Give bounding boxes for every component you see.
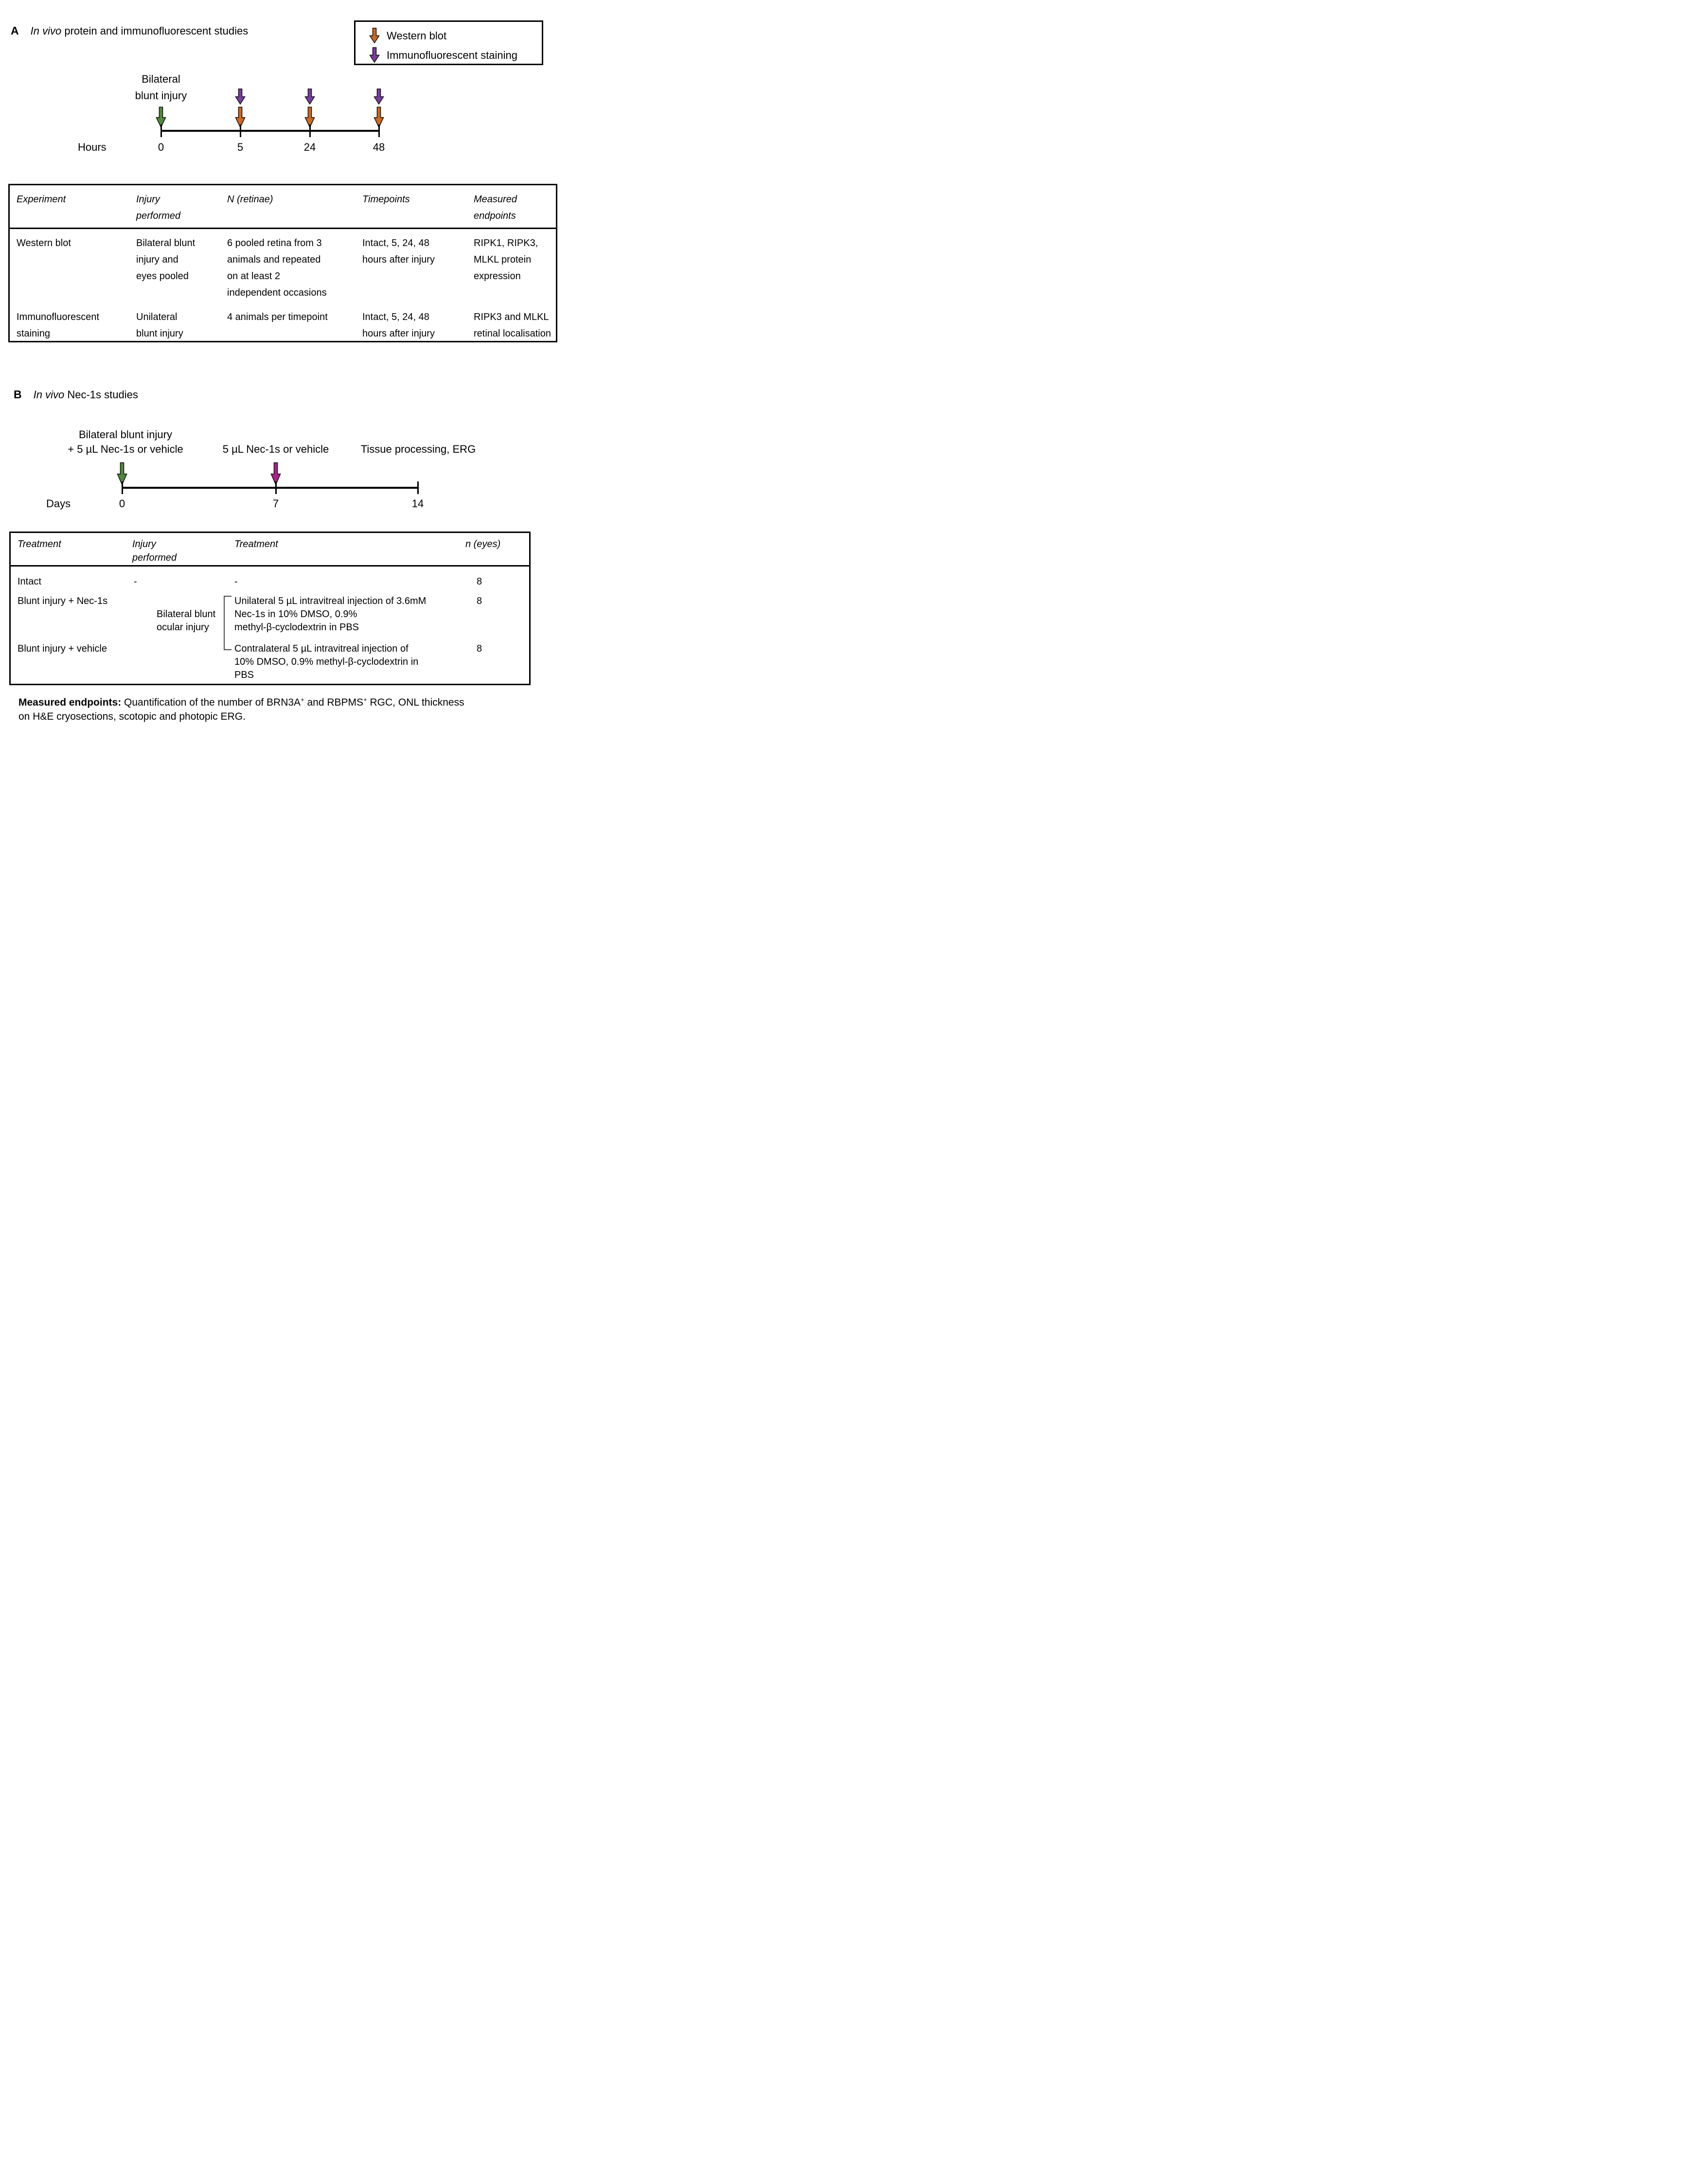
brn3a-plus-superscript: + bbox=[301, 696, 304, 703]
measured-endpoints-paragraph: Measured endpoints: Quantification of th… bbox=[18, 692, 549, 724]
treatment-table: Treatment Injury performed Treatment n (… bbox=[9, 532, 531, 685]
panel-a-title: A In vivo protein and immunofluorescent … bbox=[11, 24, 248, 37]
table-cell: Unilateral blunt injury bbox=[136, 312, 183, 339]
tick-label-7: 7 bbox=[272, 497, 279, 510]
table-cell: Bilateral blunt injury and eyes pooled bbox=[136, 238, 196, 282]
treatment-table-header: Treatment Injury performed Treatment n (… bbox=[11, 533, 529, 567]
legend-item-western-blot: Western blot bbox=[387, 30, 447, 42]
endpoints-seg2: and RBPMS bbox=[304, 697, 364, 708]
timeline-hours: Bilateral blunt injury Hours 0 5 24 48 bbox=[0, 68, 563, 165]
endpoints-seg1: Quantification of the number of BRN3A bbox=[121, 697, 301, 708]
timeline-b-event14-label: Tissue processing, ERG bbox=[360, 443, 476, 455]
tick-mark bbox=[309, 124, 311, 137]
col-header-timepoints: Timepoints bbox=[356, 185, 467, 229]
orange-arrow-icon bbox=[304, 107, 315, 128]
row-intact-label: Intact bbox=[18, 576, 41, 587]
row-intact-n-eyes: 8 bbox=[477, 576, 482, 587]
immunofluorescent-arrow-icon bbox=[369, 47, 380, 63]
panel-a-title-italic: In vivo bbox=[30, 25, 62, 37]
purple-arrow-icon bbox=[235, 89, 246, 105]
col-header-experiment: Experiment bbox=[10, 185, 129, 229]
hours-axis-label: Hours bbox=[78, 141, 107, 153]
table-cell: Western blot bbox=[17, 238, 71, 249]
col-header-n-eyes: n (eyes) bbox=[465, 539, 501, 550]
table-cell: Immunofluorescent staining bbox=[17, 312, 100, 339]
western-blot-arrow-icon bbox=[369, 28, 380, 43]
experiment-table: Experiment Injury performed N (retinae) … bbox=[8, 184, 557, 342]
timeline-days: Bilateral blunt injury + 5 µL Nec-1s or … bbox=[0, 416, 563, 518]
grouping-bracket bbox=[224, 596, 231, 650]
tick-label-0: 0 bbox=[119, 497, 125, 510]
col-header-n-retinae: N (retinae) bbox=[220, 185, 356, 229]
row-nec1s-n-eyes: 8 bbox=[477, 596, 482, 606]
table-cell: Intact, 5, 24, 48 hours after injury bbox=[362, 238, 435, 265]
table-cell: 4 animals per timepoint bbox=[227, 312, 328, 322]
tick-label-14: 14 bbox=[411, 497, 424, 510]
tick-mark bbox=[122, 481, 123, 494]
panel-b-label: B bbox=[14, 388, 22, 401]
orange-arrow-icon bbox=[235, 107, 246, 128]
panel-a-title-text: In vivo protein and immunofluorescent st… bbox=[31, 25, 249, 37]
orange-arrow-icon bbox=[374, 107, 384, 128]
row-intact-injury-dash: - bbox=[134, 576, 137, 587]
panel-a-label: A bbox=[11, 24, 19, 37]
green-arrow-icon bbox=[156, 107, 166, 128]
table-cell: RIPK1, RIPK3, MLKL protein expression bbox=[474, 238, 538, 282]
row-intact-treatment-dash: - bbox=[234, 576, 238, 587]
timeline-b-event7-label: 5 µL Nec-1s or vehicle bbox=[222, 443, 329, 455]
panel-b-title: B In vivo Nec-1s studies bbox=[14, 388, 138, 401]
table-cell: 6 pooled retina from 3 animals and repea… bbox=[227, 238, 327, 298]
panel-b-title-text: In vivo Nec-1s studies bbox=[34, 389, 138, 401]
tick-mark bbox=[160, 124, 162, 137]
legend-box: Western blot Immunofluorescent staining bbox=[354, 20, 543, 65]
tick-label-24: 24 bbox=[303, 141, 316, 153]
col-header-injury-performed: Injury performed bbox=[129, 185, 220, 229]
measured-endpoints-label: Measured endpoints: bbox=[18, 697, 122, 708]
col-header-treatment-2: Treatment bbox=[234, 539, 278, 550]
endpoints-seg3: RGC, ONL thickness bbox=[367, 697, 464, 708]
days-axis-line bbox=[122, 487, 418, 489]
panel-b-title-rest: Nec-1s studies bbox=[64, 389, 138, 401]
endpoints-seg4: on H&E cryosections, scotopic and photop… bbox=[18, 711, 246, 722]
shared-injury-label: Bilateral blunt ocular injury bbox=[157, 609, 216, 633]
treatment-table-body: Intact - - 8 Blunt injury + Nec-1s Unila… bbox=[11, 567, 529, 684]
panel-a-title-rest: protein and immunofluorescent studies bbox=[61, 25, 249, 37]
days-axis-label: Days bbox=[46, 497, 71, 510]
magenta-arrow-icon bbox=[270, 462, 281, 485]
tick-label-5: 5 bbox=[237, 141, 244, 153]
timeline-b-event0-label: Bilateral blunt injury + 5 µL Nec-1s or … bbox=[68, 428, 183, 455]
tick-mark bbox=[417, 481, 419, 494]
col-header-injury-performed: Injury performed bbox=[132, 539, 177, 563]
row-vehicle-treatment-text: Contralateral 5 µL intravitreal injectio… bbox=[234, 643, 419, 680]
rbpms-plus-superscript: + bbox=[363, 696, 367, 703]
timeline-a-event-label: Bilateral blunt injury bbox=[135, 73, 187, 102]
tick-mark bbox=[240, 124, 241, 137]
tick-label-48: 48 bbox=[373, 141, 385, 153]
tick-label-0: 0 bbox=[158, 141, 164, 153]
panel-b-title-italic: In vivo bbox=[33, 389, 65, 401]
purple-arrow-icon bbox=[374, 89, 384, 105]
table-cell: Intact, 5, 24, 48 hours after injury bbox=[362, 312, 435, 339]
green-arrow-icon bbox=[117, 462, 127, 485]
tick-mark bbox=[275, 481, 277, 494]
col-header-measured-endpoints: Measured endpoints bbox=[467, 185, 556, 229]
hours-axis-line bbox=[161, 130, 379, 132]
legend-item-immunofluorescent: Immunofluorescent staining bbox=[387, 49, 518, 61]
row-vehicle-n-eyes: 8 bbox=[477, 643, 482, 654]
table-cell: RIPK3 and MLKL retinal localisation bbox=[474, 312, 551, 339]
tick-mark bbox=[378, 124, 380, 137]
purple-arrow-icon bbox=[304, 89, 315, 105]
row-nec1s-treatment-text: Unilateral 5 µL intravitreal injection o… bbox=[234, 596, 427, 633]
col-header-treatment: Treatment bbox=[18, 539, 61, 550]
row-vehicle-label: Blunt injury + vehicle bbox=[18, 643, 107, 654]
figure-page: A In vivo protein and immunofluorescent … bbox=[0, 0, 563, 728]
row-nec1s-label: Blunt injury + Nec-1s bbox=[18, 596, 108, 606]
